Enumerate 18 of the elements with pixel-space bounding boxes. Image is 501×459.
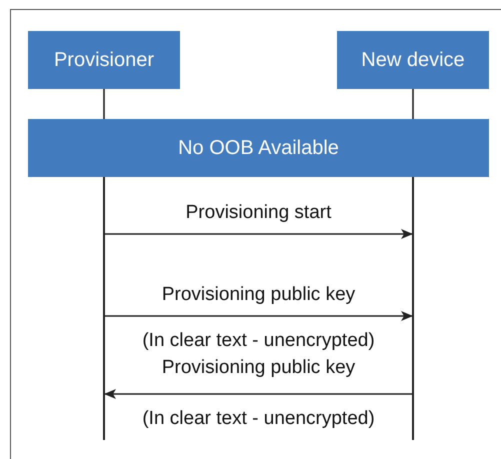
condition-band (28, 119, 489, 177)
participant-box (28, 31, 180, 89)
participant-box (337, 31, 489, 89)
message-arrow (105, 311, 413, 321)
lifeline (103, 177, 105, 440)
participant-name: New device (361, 48, 465, 73)
lifeline (412, 177, 414, 440)
message-arrow (105, 229, 413, 239)
message-note: (In clear text - unencrypted) (142, 407, 375, 431)
edge-label: Provisioning public key (162, 283, 356, 307)
participant-name: Provisioner (54, 48, 154, 73)
edge-label: Provisioning start (186, 201, 332, 225)
message-note: (In clear text - unencrypted) (142, 329, 375, 353)
edge-label: Provisioning public key (162, 356, 356, 380)
message-arrow (104, 389, 412, 399)
lifeline (412, 89, 414, 119)
lifeline (103, 89, 105, 119)
condition-text: No OOB Available (178, 136, 339, 161)
